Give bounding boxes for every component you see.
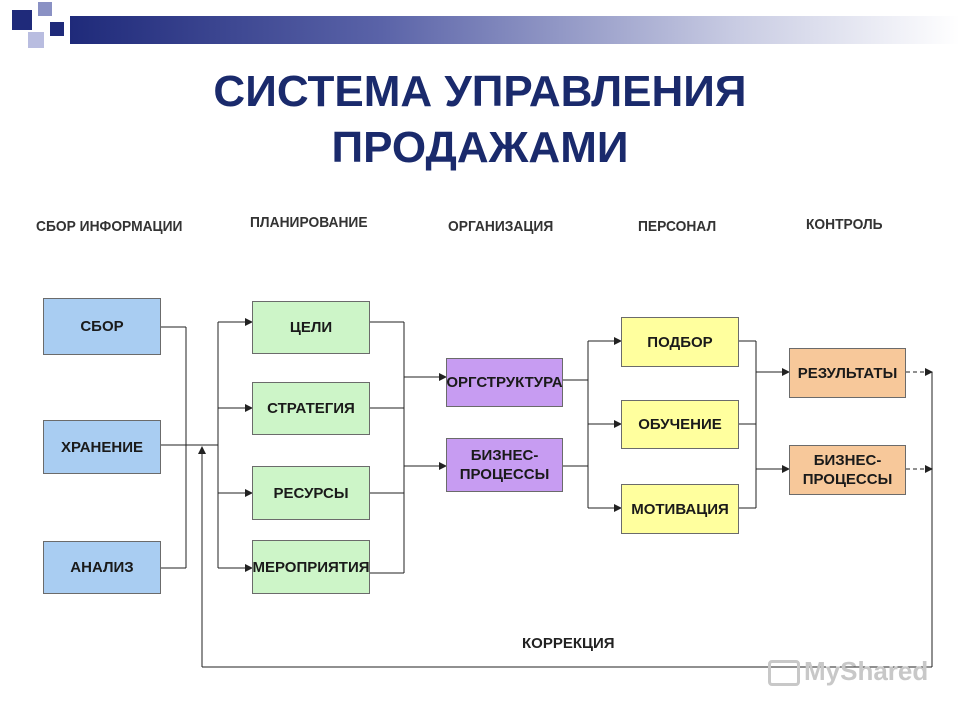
box-meropriyatiya: МЕРОПРИЯТИЯ [252, 540, 370, 594]
box-biznes-processy: БИЗНЕС- ПРОЦЕССЫ [446, 438, 563, 492]
box-strategiya: СТРАТЕГИЯ [252, 382, 370, 435]
box-orgstruktura: ОРГСТРУКТУРА [446, 358, 563, 407]
decor-square [38, 2, 52, 16]
column-header-planning: ПЛАНИРОВАНИЕ [250, 214, 368, 231]
box-podbor: ПОДБОР [621, 317, 739, 367]
feedback-label: КОРРЕКЦИЯ [522, 635, 615, 652]
watermark: MyShared [768, 656, 928, 687]
box-kontrol-biznes-processy: БИЗНЕС- ПРОЦЕССЫ [789, 445, 906, 495]
box-label-line1: БИЗНЕС- [470, 447, 539, 464]
column-header-control: КОНТРОЛЬ [806, 216, 883, 233]
box-motivaciya: МОТИВАЦИЯ [621, 484, 739, 534]
slide-title-line2: ПРОДАЖАМИ [331, 123, 629, 172]
box-analiz: АНАЛИЗ [43, 541, 161, 594]
box-celi: ЦЕЛИ [252, 301, 370, 354]
box-obuchenie: ОБУЧЕНИЕ [621, 400, 739, 449]
box-rezultaty: РЕЗУЛЬТАТЫ [789, 348, 906, 398]
watermark-icon [768, 660, 800, 687]
box-label-line2: ПРОЦЕССЫ [459, 466, 550, 483]
box-sbor: СБОР [43, 298, 161, 355]
slide-title-line1: СИСТЕМА УПРАВЛЕНИЯ [213, 67, 747, 116]
decor-square [12, 10, 32, 30]
column-header-organization: ОРГАНИЗАЦИЯ [448, 218, 554, 235]
top-accent-bar [70, 16, 960, 44]
box-resursy: РЕСУРСЫ [252, 466, 370, 520]
decor-square [50, 22, 64, 36]
box-hranenie: ХРАНЕНИЕ [43, 420, 161, 474]
column-header-info: СБОР ИНФОРМАЦИИ [36, 218, 183, 235]
box-label-line1: БИЗНЕС- [813, 452, 882, 469]
watermark-text: MyShared [804, 656, 929, 686]
column-header-personnel: ПЕРСОНАЛ [638, 218, 717, 235]
decor-square [28, 32, 44, 48]
box-label-line2: ПРОЦЕССЫ [802, 471, 893, 488]
